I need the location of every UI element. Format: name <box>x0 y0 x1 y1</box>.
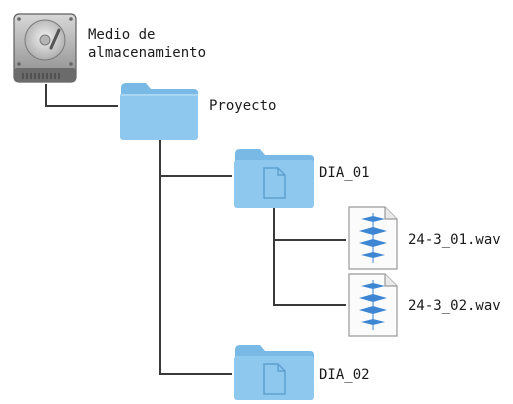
connector-storage-to-project <box>45 84 118 107</box>
project-folder-icon <box>118 78 200 142</box>
project-label: Proyecto <box>209 98 277 114</box>
audio-file-icon <box>347 205 399 271</box>
storage-label: Medio de almacenamiento <box>88 26 206 62</box>
dia01-folder-icon <box>232 144 316 210</box>
connector-dia01-children <box>273 208 346 306</box>
audio-file-icon <box>347 272 399 338</box>
file1-label: 24-3_01.wav <box>408 232 501 248</box>
storage-label-line1: Medio de <box>88 27 156 43</box>
file2-label: 24-3_02.wav <box>408 298 501 314</box>
dia01-label: DIA_01 <box>319 165 370 181</box>
connector-project-children <box>159 138 232 375</box>
storage-label-line2: almacenamiento <box>88 45 207 61</box>
dia02-label: DIA_02 <box>319 367 370 383</box>
dia02-folder-icon <box>232 340 316 402</box>
hard-drive-icon <box>9 8 81 88</box>
